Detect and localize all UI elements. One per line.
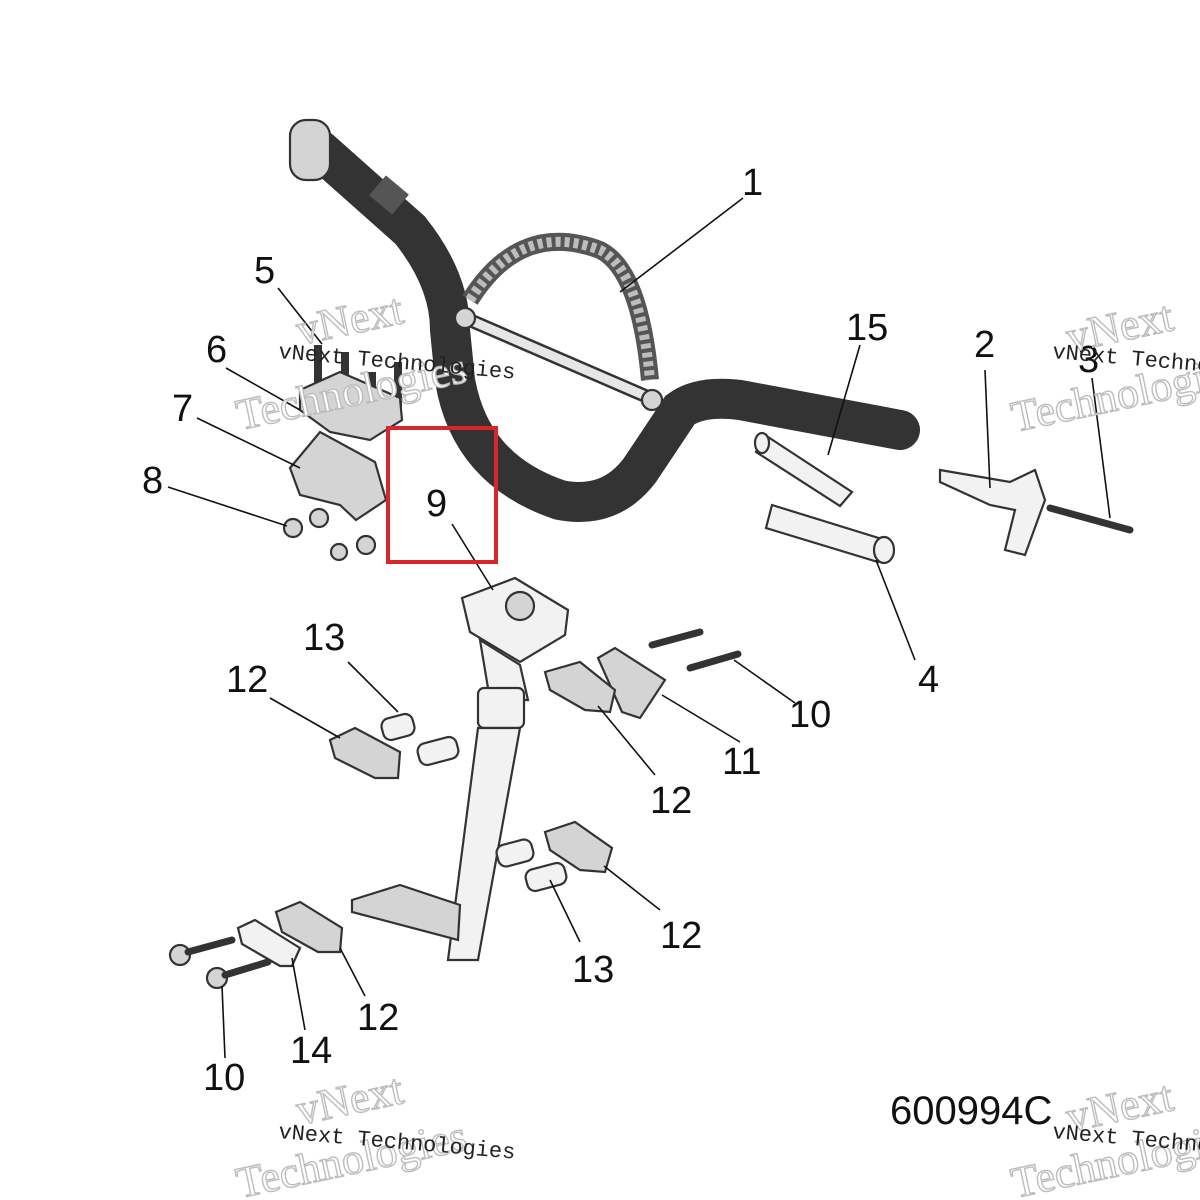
callout-2: 2 — [974, 324, 995, 366]
handlebar-end-cap — [288, 118, 332, 182]
callout-3: 3 — [1078, 339, 1099, 381]
callout-14: 14 — [290, 1030, 332, 1072]
lower-clamp — [288, 430, 388, 522]
callout-13-upper: 13 — [303, 617, 345, 659]
callout-12-right: 12 — [660, 915, 702, 957]
clamp-half-lower-right — [543, 820, 614, 874]
grip-sleeve — [754, 433, 854, 508]
bushing-left-b — [416, 735, 460, 767]
grip — [764, 503, 887, 564]
callout-10-lower: 10 — [203, 1057, 245, 1099]
callout-8: 8 — [142, 460, 163, 502]
callout-11: 11 — [722, 741, 761, 783]
throttle-lever — [938, 468, 1047, 557]
callout-5: 5 — [254, 250, 275, 292]
callout-13-lower: 13 — [572, 949, 614, 991]
clamp-half-left — [328, 726, 402, 780]
callout-1: 1 — [742, 162, 763, 204]
clamp-half-upper — [543, 660, 617, 714]
plate-lower — [236, 918, 302, 968]
plate-upper — [596, 646, 667, 720]
callout-12-left: 12 — [226, 659, 268, 701]
callout-15: 15 — [846, 307, 888, 349]
clamp-half-lower-left — [274, 900, 344, 954]
bolt-lower — [168, 936, 272, 990]
flange-nuts — [282, 507, 377, 562]
leader-lines — [167, 197, 1111, 1059]
callout-6: 6 — [206, 329, 227, 371]
handlebar — [288, 118, 920, 522]
bushing-right-b — [524, 861, 568, 893]
handlebar-grip-band — [369, 175, 409, 215]
steering-post — [350, 576, 570, 962]
drawing-code: 600994C — [890, 1089, 1052, 1133]
bushing-right-a — [495, 838, 535, 868]
callout-labels: 1 2 3 4 5 6 7 8 9 10 10 11 12 12 12 12 1… — [142, 162, 1099, 1099]
bushing-left-a — [380, 712, 416, 742]
callout-4: 4 — [918, 659, 939, 701]
lever-pin — [1046, 504, 1134, 534]
callout-9: 9 — [426, 483, 447, 525]
callout-12-mid: 12 — [650, 780, 692, 822]
bolt-upper — [648, 628, 742, 672]
highlight-box — [386, 426, 498, 564]
callout-10-upper: 10 — [789, 694, 831, 736]
callout-12-lower: 12 — [357, 997, 399, 1039]
callout-7: 7 — [172, 388, 193, 430]
